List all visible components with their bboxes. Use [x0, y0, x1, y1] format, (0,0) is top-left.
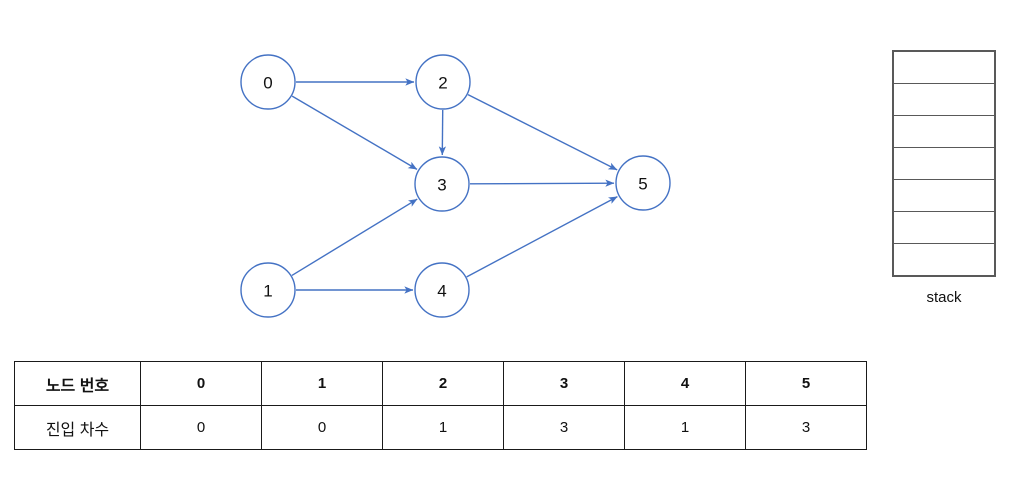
graph-node-circle-0	[240, 54, 296, 110]
graph-node-label-5: 5	[638, 175, 647, 194]
graph-node-circle-2	[415, 54, 471, 110]
stack-cell[interactable]	[894, 116, 994, 148]
stack-caption-label: stack	[926, 289, 962, 306]
cell-node-5: 5	[745, 361, 867, 406]
graph-node-0[interactable]: 0	[240, 54, 296, 110]
graph-node-circle-3	[414, 156, 470, 212]
edge-layer	[291, 78, 618, 294]
stack-panel: stack	[892, 50, 996, 306]
graph-node-circle-1	[240, 262, 296, 318]
graph-edge-2-to-5	[467, 93, 618, 171]
node-layer: 0 1 2 3 4 5	[240, 54, 671, 318]
stack-cell[interactable]	[894, 84, 994, 116]
graph-diagram: 0 1 2 3 4 5	[0, 0, 720, 340]
graph-edge-3-to-5	[469, 179, 615, 187]
graph-node-5[interactable]: 5	[615, 155, 671, 211]
cell-node-3: 3	[503, 361, 625, 406]
stack-cell[interactable]	[894, 244, 994, 275]
stack-cell[interactable]	[894, 212, 994, 244]
graph-node-circle-5	[615, 155, 671, 211]
graph-node-label-4: 4	[437, 282, 446, 301]
table-row-node-numbers: 노드 번호 0 1 2 3 4 5	[14, 361, 867, 406]
row-header-node-number: 노드 번호	[14, 361, 141, 406]
cell-indegree-1: 0	[261, 405, 383, 450]
graph-node-2[interactable]: 2	[415, 54, 471, 110]
cell-indegree-4: 1	[624, 405, 746, 450]
stack-cell[interactable]	[894, 180, 994, 212]
stack-cell[interactable]	[894, 148, 994, 180]
cell-node-4: 4	[624, 361, 746, 406]
graph-svg-canvas: 0 1 2 3 4 5	[240, 54, 671, 318]
cell-indegree-0: 0	[140, 405, 262, 450]
graph-node-circle-4	[414, 262, 470, 318]
graph-node-3[interactable]: 3	[414, 156, 470, 212]
stack-cell[interactable]	[894, 52, 994, 84]
cell-node-1: 1	[261, 361, 383, 406]
row-header-in-degree: 진입 차수	[14, 405, 141, 450]
graph-edge-1-to-3	[291, 198, 418, 277]
graph-node-label-0: 0	[263, 74, 272, 93]
graph-node-label-2: 2	[438, 74, 447, 93]
graph-node-label-1: 1	[263, 282, 272, 301]
graph-edge-0-to-3	[291, 95, 418, 170]
cell-indegree-3: 3	[503, 405, 625, 450]
graph-node-4[interactable]: 4	[414, 262, 470, 318]
graph-node-1[interactable]: 1	[240, 262, 296, 318]
table-row-in-degrees: 진입 차수 0 0 1 3 1 3	[14, 405, 867, 450]
cell-node-2: 2	[382, 361, 504, 406]
in-degree-table: 노드 번호 0 1 2 3 4 5 진입 차수 0 0 1 3 1 3	[14, 361, 867, 450]
graph-node-label-3: 3	[437, 176, 446, 195]
stack-container[interactable]	[892, 50, 996, 277]
cell-indegree-5: 3	[745, 405, 867, 450]
graph-edge-4-to-5	[466, 196, 618, 278]
cell-node-0: 0	[140, 361, 262, 406]
cell-indegree-2: 1	[382, 405, 504, 450]
